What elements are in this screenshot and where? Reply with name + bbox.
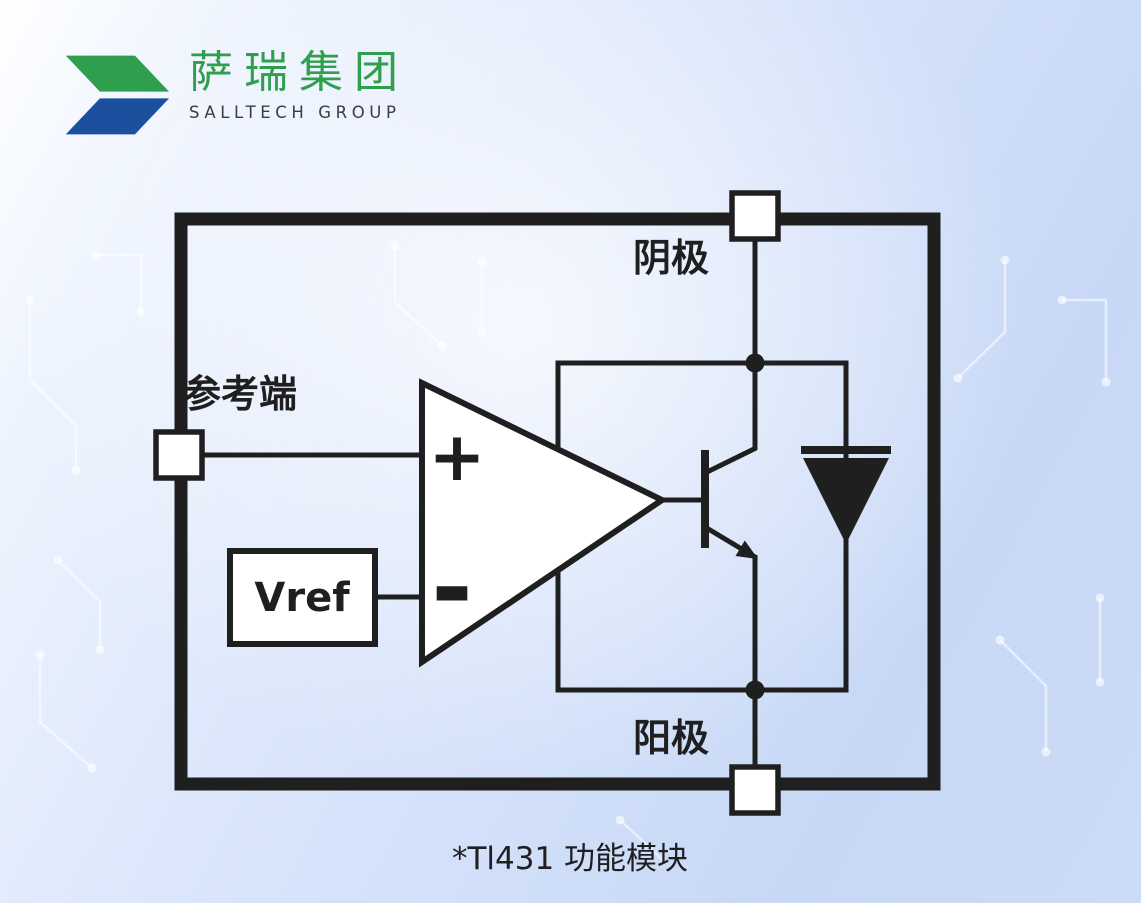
- transistor-collector-wire: [703, 445, 758, 476]
- transistor-emitter-arrow-icon: [735, 540, 759, 560]
- diagram-caption: *Tl431 功能模块: [452, 841, 688, 877]
- company-name-chinese: 萨瑞集团: [189, 47, 409, 98]
- opamp-triangle: [419, 378, 668, 668]
- anode-label: 阳极: [633, 716, 709, 760]
- node-dot-anode: [745, 680, 765, 700]
- cathode-label: 阴极: [633, 236, 709, 280]
- cathode-pin: [729, 190, 781, 242]
- anode-pin: [729, 764, 781, 816]
- logo-mark-icon: [65, 55, 170, 135]
- vref-box: [227, 548, 378, 647]
- reference-pin: [153, 429, 205, 481]
- company-logo: 萨瑞集团 SALLTECH GROUP: [58, 47, 409, 140]
- logo-text: 萨瑞集团 SALLTECH GROUP: [189, 47, 409, 123]
- diode-triangle-icon: [803, 458, 889, 544]
- tl431-outer-box: [174, 212, 941, 791]
- node-dot-cathode: [745, 353, 765, 373]
- logo-mark-blue-shape: [65, 98, 170, 135]
- vref-label: Vref: [254, 575, 350, 621]
- opamp-plus-input: +: [429, 418, 486, 497]
- logo-mark-green-shape: [65, 55, 170, 92]
- opamp-minus-input: -: [431, 529, 473, 646]
- reference-label: 参考端: [183, 372, 297, 416]
- company-name-english: SALLTECH GROUP: [189, 103, 401, 123]
